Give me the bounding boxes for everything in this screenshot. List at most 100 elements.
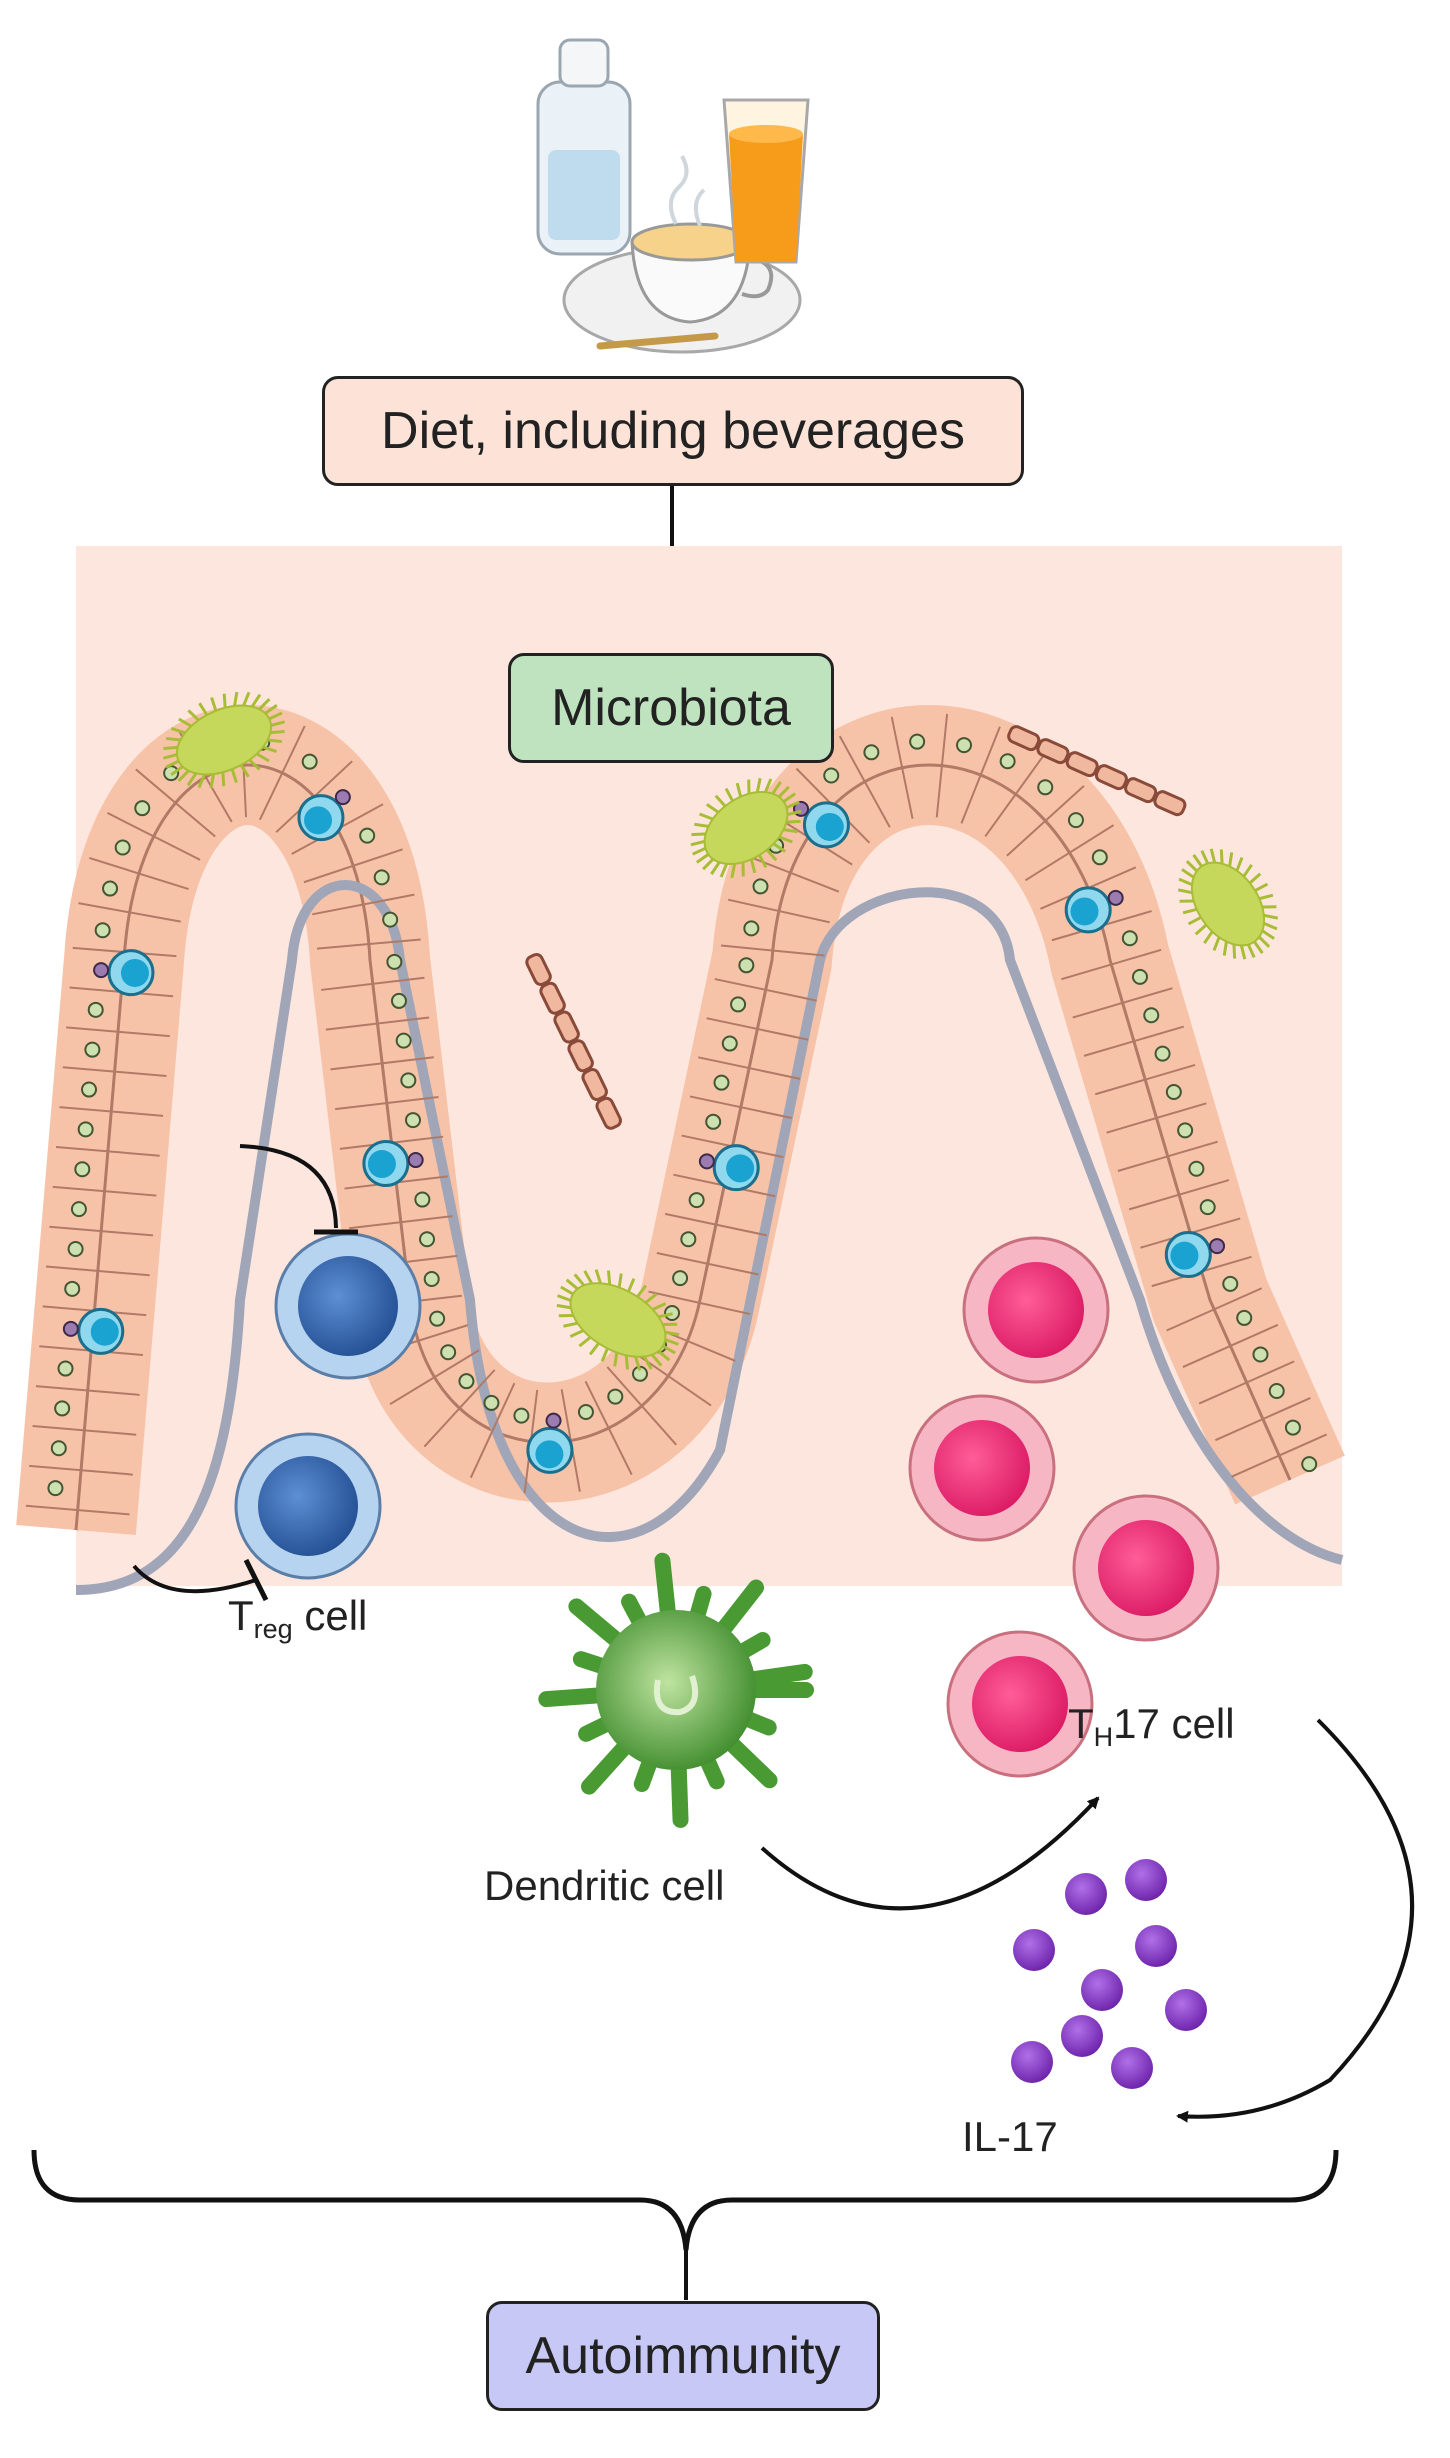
goblet-cells <box>62 789 1226 1474</box>
il17-molecule <box>1135 1925 1177 1967</box>
goblet-cell-nucleus <box>1209 1238 1226 1255</box>
epithelial-nucleus <box>382 911 399 928</box>
epithelial-nucleus <box>373 869 390 886</box>
epithelial-nucleus <box>823 767 840 784</box>
inhibition-arrow-epithelium-to-treg <box>239 1144 338 1229</box>
goblet-cell <box>362 1140 424 1188</box>
cell-divider <box>312 893 415 916</box>
cell-divider <box>838 735 891 828</box>
th17-cell <box>908 1394 1056 1542</box>
cell-divider <box>1106 1102 1207 1134</box>
goblet-cell <box>1164 1231 1226 1279</box>
epithelial-nucleus <box>1165 1084 1182 1101</box>
cell-divider <box>890 716 914 819</box>
il17-molecule <box>1165 1989 1207 2031</box>
cell-divider <box>32 1424 137 1436</box>
epithelial-nucleus <box>390 992 407 1009</box>
treg-cell-nucleus <box>298 1256 398 1356</box>
il17-cytokines <box>1011 1859 1207 2089</box>
il17-molecule <box>1125 1859 1167 1901</box>
cell-divider <box>720 944 825 957</box>
treg-cell-label: Treg cell <box>228 1592 368 1644</box>
th17-cell-nucleus <box>972 1656 1068 1752</box>
cell-divider <box>52 1185 157 1197</box>
cell-divider <box>258 725 306 821</box>
epithelial-nucleus <box>458 1373 475 1390</box>
cell-divider <box>1117 1140 1218 1172</box>
goblet-cell-nucleus <box>1107 889 1124 906</box>
cell-divider <box>106 811 201 861</box>
goblet-cell-vesicle <box>367 1150 396 1179</box>
epithelial-nucleus <box>359 827 376 844</box>
epithelial-nucleus <box>414 1191 431 1208</box>
epithelial-nucleus <box>738 957 755 974</box>
il17-molecule <box>1111 2047 1153 2089</box>
cell-divider <box>55 1145 160 1157</box>
epithelial-nucleus <box>1067 812 1084 829</box>
dendritic-cell <box>538 1552 814 1828</box>
goblet-cell-vesicle <box>90 1317 119 1346</box>
goblet-cell <box>62 1307 125 1355</box>
epithelial-nucleus <box>1222 1275 1239 1292</box>
cell-divider <box>1061 948 1162 981</box>
cell-divider <box>330 1056 434 1071</box>
epithelial-nucleus <box>1199 1199 1216 1216</box>
chain-bacterium <box>1007 725 1187 817</box>
autoimmunity-box: Autoimmunity <box>486 2301 880 2411</box>
cell-divider <box>59 1106 164 1117</box>
cell-divider <box>316 938 421 950</box>
cell-divider <box>1006 785 1085 857</box>
cell-divider <box>656 1251 759 1276</box>
epithelial-nucleus <box>440 1344 457 1361</box>
cell-divider <box>469 1382 516 1479</box>
cell-divider <box>49 1225 154 1237</box>
chain-segment <box>539 981 566 1015</box>
th17-cell <box>1072 1494 1220 1642</box>
cell-divider <box>984 751 1047 838</box>
epithelial-nucleus <box>672 1270 689 1287</box>
epithelial-nucleus <box>752 878 769 895</box>
cell-divider <box>325 1016 430 1031</box>
summary-brace <box>31 2149 1339 2251</box>
cell-divider <box>135 768 216 838</box>
epithelial-nucleus <box>54 1400 71 1417</box>
epithelial-nucleus <box>1121 930 1138 947</box>
goblet-cell <box>1064 886 1124 934</box>
epithelial-nucleus <box>386 953 403 970</box>
epithelial-nucleus <box>713 1074 730 1091</box>
autoimmunity-label: Autoimmunity <box>525 2327 841 2385</box>
epithelial-nucleus <box>84 1041 101 1058</box>
epithelial-nucleus <box>1037 779 1054 796</box>
epithelial-nucleus <box>87 1001 104 1018</box>
cell-divider <box>25 1504 130 1516</box>
cell-divider <box>689 1095 792 1119</box>
chain-bacterium <box>525 953 622 1130</box>
fuzzy-bacterium <box>690 777 802 879</box>
epithelial-nucleus <box>721 1035 738 1052</box>
epithelial-nucleus <box>1154 1045 1171 1062</box>
th17-cell <box>962 1236 1110 1384</box>
epithelial-nucleus <box>1177 1122 1194 1139</box>
epithelial-nucleus <box>1143 1007 1160 1024</box>
epithelial-nucleus <box>577 1404 594 1421</box>
cell-divider <box>1024 824 1115 882</box>
cell-divider <box>335 1095 439 1111</box>
cell-divider <box>1095 1063 1196 1096</box>
diet-label: Diet, including beverages <box>381 402 965 460</box>
bacterium-body <box>569 1282 667 1358</box>
epithelial-nucleus <box>1188 1160 1205 1177</box>
bacterium-body <box>175 704 273 776</box>
il17-molecule <box>1013 1929 1055 1971</box>
epithelial-nucleus <box>423 1270 440 1287</box>
epithelial-nucleus <box>607 1388 624 1405</box>
fuzzy-bacterium <box>163 691 285 789</box>
epithelial-nucleus <box>419 1231 436 1248</box>
il17-label: IL-17 <box>962 2113 1058 2160</box>
bacterium-body <box>703 790 789 866</box>
il17-molecule <box>1061 2015 1103 2057</box>
cell-divider <box>584 1381 633 1476</box>
cell-divider <box>1182 1323 1279 1368</box>
cell-divider <box>741 852 840 893</box>
goblet-cell-nucleus <box>334 789 351 806</box>
